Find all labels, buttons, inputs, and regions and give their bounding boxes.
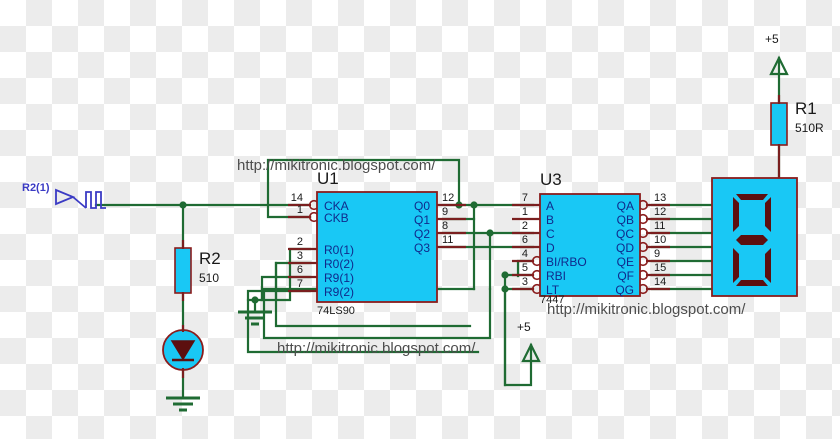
svg-text:QE: QE — [617, 255, 634, 269]
svg-text:Q0: Q0 — [414, 199, 430, 213]
svg-text:10: 10 — [654, 234, 666, 246]
ic-u3-device: 7447 — [540, 294, 565, 306]
segment-a — [736, 194, 768, 200]
svg-text:7: 7 — [522, 192, 528, 204]
svg-text:6: 6 — [522, 234, 528, 246]
junction-lt-node — [501, 285, 509, 293]
svg-text:9: 9 — [654, 248, 660, 260]
svg-text:8: 8 — [442, 220, 448, 232]
svg-text:D: D — [546, 241, 555, 255]
svg-text:RBI: RBI — [546, 269, 566, 283]
svg-text:Q3: Q3 — [414, 241, 430, 255]
svg-text:9: 9 — [442, 206, 448, 218]
ic-u3-7447[interactable]: A B C D BI/RBO RBI LT QA QB QC QD QE QF … — [512, 192, 670, 297]
svg-text:3: 3 — [297, 250, 303, 262]
svg-text:LT: LT — [546, 283, 560, 297]
junction-q0-node2 — [470, 201, 478, 209]
segment-d — [736, 280, 768, 286]
watermark-url-middle: http://mikitronic.blogspot.com/ — [277, 340, 476, 357]
resistor-r1-ref: R1 — [795, 99, 817, 118]
watermark-url-top: http://mikitronic.blogspot.com/ — [237, 157, 436, 174]
probe-symbol — [55, 188, 106, 209]
resistor-r2-value: 510 — [199, 271, 220, 285]
svg-text:B: B — [546, 213, 554, 227]
svg-text:R9(2): R9(2) — [324, 285, 354, 299]
segment-g — [736, 235, 768, 245]
svg-text:Q1: Q1 — [414, 213, 430, 227]
svg-text:11: 11 — [442, 234, 453, 246]
svg-text:QC: QC — [616, 227, 634, 241]
svg-text:2: 2 — [522, 220, 528, 232]
ic-u1-name: U1 — [317, 169, 339, 188]
svg-text:1: 1 — [297, 204, 303, 216]
wire-loop-inner — [274, 261, 472, 328]
svg-text:12: 12 — [442, 192, 454, 204]
svg-text:QA: QA — [617, 199, 634, 213]
junction-gnd-node — [251, 296, 259, 304]
ground-symbol-reset — [238, 310, 272, 326]
svg-text:R0(1): R0(1) — [324, 243, 354, 257]
ic-u3-name: U3 — [540, 170, 562, 189]
svg-text:A: A — [546, 199, 554, 213]
watermark-url-right: http://mikitronic.blogspot.com/ — [547, 301, 746, 318]
resistor-r1 — [770, 102, 788, 146]
resistor-r2 — [174, 247, 192, 294]
segment-c — [765, 248, 771, 283]
seven-segment-display — [711, 177, 798, 297]
segment-f — [733, 197, 739, 232]
svg-text:13: 13 — [654, 192, 666, 204]
svg-text:CKA: CKA — [324, 199, 349, 213]
svg-text:CKB: CKB — [324, 211, 349, 225]
ic-u1-74ls90[interactable]: CKA CKB R0(1) R0(2) R9(1) R9(2) Q0 Q1 Q2… — [288, 191, 466, 303]
segment-e — [733, 248, 739, 283]
power-label-u3: +5 — [517, 320, 531, 334]
segment-b — [765, 197, 771, 232]
svg-text:QF: QF — [617, 269, 634, 283]
wire-q0-feedback — [266, 158, 461, 219]
resistor-r1-value: 510R — [795, 121, 824, 135]
svg-text:14: 14 — [291, 192, 303, 204]
svg-text:Q2: Q2 — [414, 227, 430, 241]
ic-u1-device: 74LS90 — [317, 305, 355, 317]
svg-text:5: 5 — [522, 262, 528, 274]
svg-text:QG: QG — [615, 283, 634, 297]
svg-text:QB: QB — [617, 213, 634, 227]
svg-text:C: C — [546, 227, 555, 241]
svg-text:BI/RBO: BI/RBO — [546, 255, 587, 269]
power-symbol-r1 — [769, 55, 789, 76]
ic-u1-body — [316, 191, 438, 303]
svg-text:QD: QD — [616, 241, 634, 255]
junction-q2-node — [486, 229, 494, 237]
power-symbol-u3 — [521, 342, 541, 363]
svg-text:2: 2 — [297, 236, 303, 248]
wire-r0-2-gnd — [274, 261, 312, 302]
led-symbol — [162, 329, 204, 371]
junction-clock-node — [179, 201, 187, 209]
svg-text:7: 7 — [297, 278, 303, 290]
svg-text:11: 11 — [654, 220, 665, 232]
junction-rbi-node — [501, 271, 509, 279]
power-label-r1: +5 — [765, 32, 779, 46]
svg-text:R0(2): R0(2) — [324, 257, 354, 271]
svg-text:6: 6 — [297, 264, 303, 276]
svg-text:15: 15 — [654, 262, 666, 274]
svg-text:R9(1): R9(1) — [324, 271, 354, 285]
ground-symbol-led — [166, 396, 200, 412]
svg-text:3: 3 — [522, 276, 528, 288]
svg-text:1: 1 — [522, 206, 528, 218]
svg-text:4: 4 — [522, 248, 528, 260]
svg-text:14: 14 — [654, 276, 666, 288]
probe-label: R2(1) — [22, 182, 50, 194]
svg-text:12: 12 — [654, 206, 666, 218]
ic-u3-body — [539, 193, 641, 297]
resistor-r2-ref: R2 — [199, 249, 221, 268]
